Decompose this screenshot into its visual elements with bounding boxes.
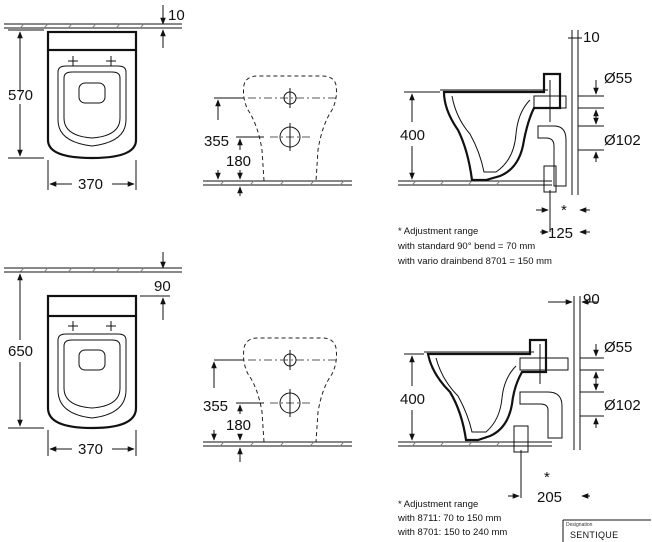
top-note-line-2: with standard 90° bend = 70 mm xyxy=(397,241,535,252)
top-depth-label: 570 xyxy=(8,87,33,104)
title-block-caption: Designation xyxy=(566,522,593,528)
top-note-line-1: * Adjustment range xyxy=(398,226,478,237)
bottom-side-view: 90 400 Ø55 Ø102 * 205 * Adjustment range… xyxy=(397,291,641,538)
bottom-note-line-2: with 8711: 70 to 150 mm xyxy=(397,513,501,524)
top-inlet-diameter-label: Ø55 xyxy=(604,70,632,87)
top-pan-height-label: 355 xyxy=(204,133,229,150)
fixing-point-icon xyxy=(68,321,116,331)
bottom-width-label: 370 xyxy=(78,441,103,458)
top-note-line-3: with vario drainbend 8701 = 150 mm xyxy=(397,256,552,267)
top-width-label: 370 xyxy=(78,176,103,193)
top-side-gap-label: 10 xyxy=(583,29,600,46)
bottom-outlet-offset-label: 205 xyxy=(537,489,562,506)
top-side-height-label: 400 xyxy=(400,127,425,144)
bottom-outlet-diameter-label: Ø102 xyxy=(604,397,641,414)
top-adjust-mark: * xyxy=(561,202,567,219)
top-flange-height-label: 180 xyxy=(226,153,251,170)
bottom-front-view: 355 180 xyxy=(203,337,352,462)
top-side-view: 10 400 Ø55 Ø102 * 125 * Adjustment range… xyxy=(397,29,641,267)
bottom-side-height-label: 400 xyxy=(400,391,425,408)
top-outlet-diameter-label: Ø102 xyxy=(604,132,641,149)
bottom-note-line-1: * Adjustment range xyxy=(398,499,478,510)
bottom-plan-view: 90 650 370 xyxy=(4,252,182,458)
top-front-view: 355 180 xyxy=(203,75,352,196)
top-wall-gap-label: 10 xyxy=(168,7,185,24)
bottom-adjust-mark: * xyxy=(544,469,550,486)
bottom-inlet-diameter-label: Ø55 xyxy=(604,339,632,356)
bottom-side-gap-label: 90 xyxy=(583,291,600,308)
bottom-pan-height-label: 355 xyxy=(203,398,228,415)
fixing-point-icon xyxy=(68,56,116,66)
title-block-name: SENTIQUE xyxy=(570,530,618,540)
bottom-note-line-3: with 8701: 150 to 240 mm xyxy=(397,527,507,538)
bottom-depth-label: 650 xyxy=(8,343,33,360)
bottom-flange-height-label: 180 xyxy=(226,417,251,434)
title-block: Designation SENTIQUE xyxy=(562,519,651,542)
top-plan-view: 10 570 370 xyxy=(4,5,185,193)
top-outlet-offset-label: 125 xyxy=(548,225,573,242)
bottom-wall-gap-label: 90 xyxy=(154,278,171,295)
